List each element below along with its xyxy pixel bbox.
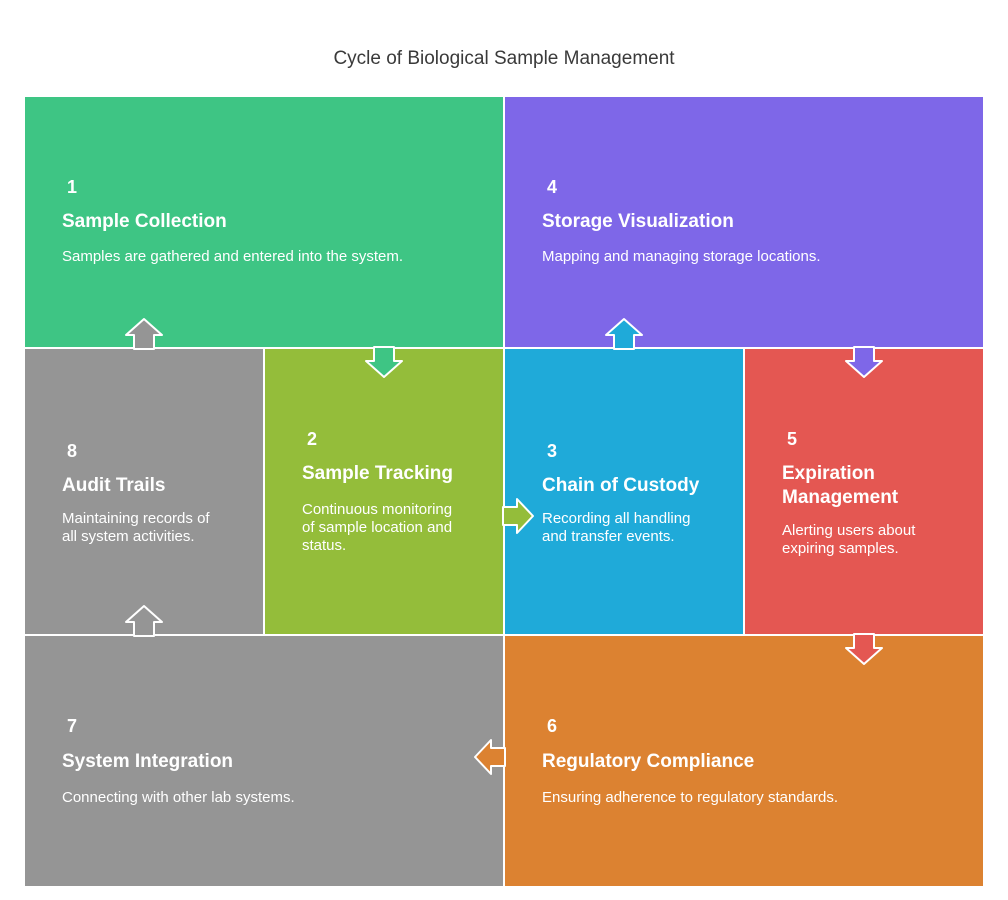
step-title: Sample Tracking [302, 463, 454, 484]
step-title: Storage Visualization [542, 211, 734, 232]
step-title: Sample Collection [62, 211, 227, 232]
arrow-up-icon [125, 605, 163, 637]
step-number: 6 [547, 716, 558, 736]
step-description: Recording all handling and transfer even… [542, 510, 691, 545]
step-number: 3 [547, 441, 558, 461]
step-description: Ensuring adherence to regulatory standar… [542, 789, 839, 806]
step-system-integration: 7 System Integration Connecting with oth… [25, 636, 503, 886]
step-description: Alerting users about expiring samples. [782, 522, 916, 557]
arrow-right-icon [502, 498, 534, 534]
step-storage-visualization: 4 Storage Visualization Mapping and mana… [505, 97, 983, 347]
step-description: Connecting with other lab systems. [62, 789, 295, 806]
step-title: System Integration [62, 751, 234, 772]
step-audit-trails: 8 Audit Trails Maintaining records of al… [25, 349, 263, 634]
arrow-down-icon [845, 346, 883, 378]
step-number: 2 [307, 429, 318, 449]
diagram-title: Cycle of Biological Sample Management [333, 48, 675, 69]
step-number: 1 [67, 177, 78, 197]
step-title: Regulatory Compliance [542, 751, 755, 772]
step-sample-collection: 1 Sample Collection Samples are gathered… [25, 97, 503, 347]
step-number: 7 [67, 716, 78, 736]
step-sample-tracking: 2 Sample Tracking Continuous monitoring … [265, 349, 503, 634]
step-description: Samples are gathered and entered into th… [62, 248, 404, 265]
step-regulatory-compliance: 6 Regulatory Compliance Ensuring adheren… [505, 636, 983, 886]
step-description: Continuous monitoring of sample location… [302, 501, 453, 554]
arrow-down-icon [845, 633, 883, 665]
arrow-up-icon [125, 318, 163, 350]
arrow-down-icon [365, 346, 403, 378]
step-number: 8 [67, 441, 78, 461]
step-title: Audit Trails [62, 475, 166, 496]
step-expiration-management: 5 Expiration Management Alerting users a… [745, 349, 983, 634]
arrow-up-icon [605, 318, 643, 350]
step-description: Mapping and managing storage locations. [542, 248, 821, 265]
step-description: Maintaining records of all system activi… [62, 510, 210, 545]
arrow-left-icon [474, 739, 506, 775]
step-chain-of-custody: 3 Chain of Custody Recording all handlin… [505, 349, 743, 634]
step-number: 4 [547, 177, 558, 197]
step-title: Expiration Management [782, 463, 899, 508]
step-number: 5 [787, 429, 798, 449]
step-title: Chain of Custody [542, 475, 700, 496]
